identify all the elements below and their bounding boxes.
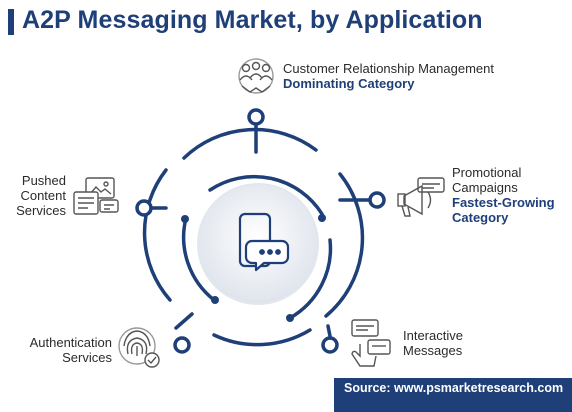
megaphone-icon xyxy=(397,177,445,217)
promotional-tag-line1: Fastest-Growing xyxy=(452,195,555,210)
page-title: A2P Messaging Market, by Application xyxy=(22,6,483,34)
pushed-title-line3: Services xyxy=(16,203,66,218)
handshake-group-icon xyxy=(238,58,274,94)
crm-title: Customer Relationship Management xyxy=(283,61,494,76)
promotional-title-line1: Promotional xyxy=(452,165,522,180)
authentication-title-line2: Services xyxy=(62,350,112,365)
fingerprint-icon xyxy=(118,327,160,368)
endpoint-rings xyxy=(135,108,386,354)
pushed-content-label: Pushed Content Services xyxy=(6,173,66,218)
pushed-title-line1: Pushed xyxy=(21,173,66,188)
interactive-title-line2: Messages xyxy=(403,343,463,358)
connector-arcs xyxy=(142,127,365,347)
crm-label: Customer Relationship Management Dominat… xyxy=(283,61,494,91)
promotional-title-line2: Campaigns xyxy=(452,180,518,195)
promotional-label: Promotional Campaigns Fastest-Growing Ca… xyxy=(452,165,555,225)
authentication-label: Authentication Services xyxy=(6,335,112,365)
inner-dots xyxy=(181,214,326,322)
content-screen-icon xyxy=(73,177,119,215)
chat-hand-icon xyxy=(351,319,391,367)
source-text: Source: www.psmarketresearch.com xyxy=(344,381,564,395)
interactive-title-line1: Interactive xyxy=(403,328,463,343)
title-accent-bar xyxy=(8,9,14,35)
authentication-title-line1: Authentication xyxy=(29,335,112,350)
smartphone-chat-icon xyxy=(238,212,290,272)
source-banner xyxy=(334,378,572,412)
promotional-tag-line2: Category xyxy=(452,210,509,225)
pushed-title-line2: Content xyxy=(20,188,66,203)
crm-tag: Dominating Category xyxy=(283,76,415,91)
connector-lines xyxy=(150,123,370,338)
interactive-label: Interactive Messages xyxy=(403,328,463,358)
